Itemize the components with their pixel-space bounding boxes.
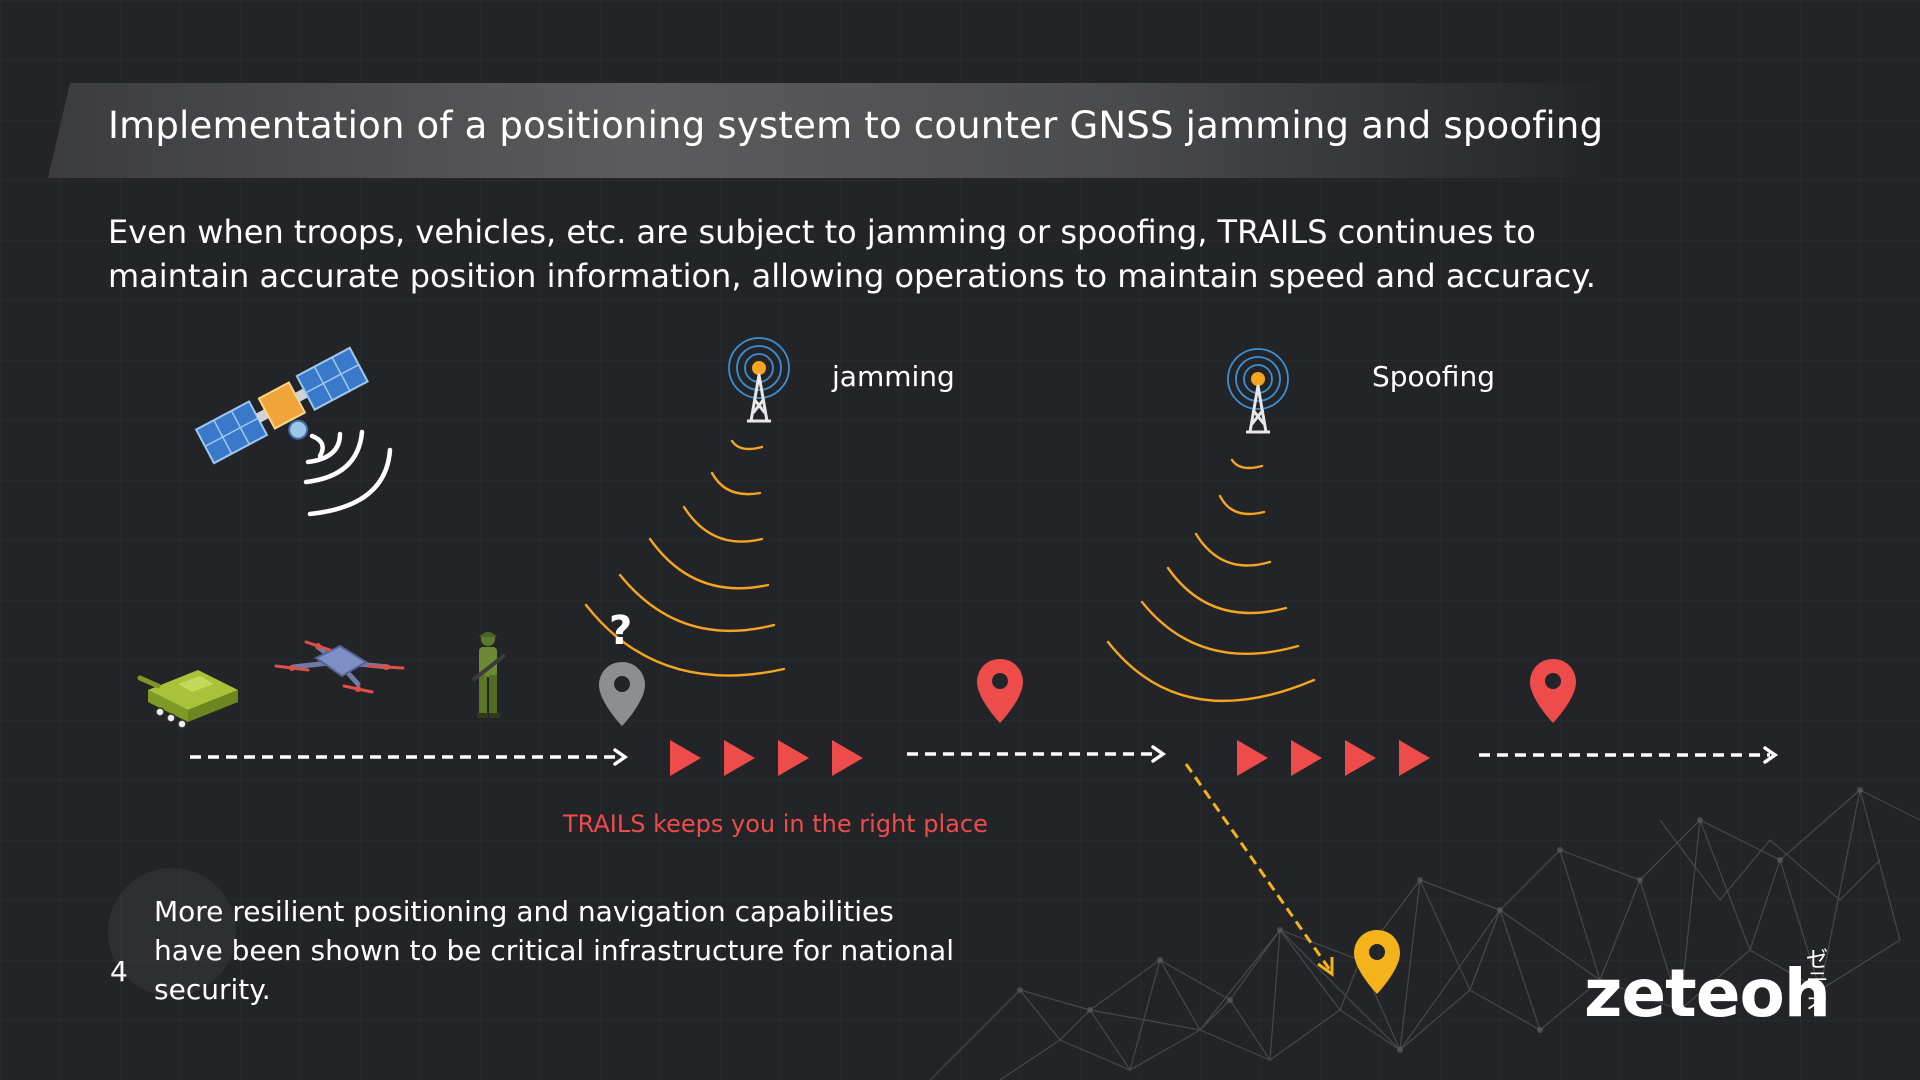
trails-arrow-icon: [832, 740, 863, 776]
footer-note: More resilient positioning and navigatio…: [154, 895, 954, 1006]
trails-arrow-icon: [1237, 740, 1268, 776]
page-number: 4: [110, 955, 128, 988]
logo-kana: ゼテオ: [1805, 948, 1828, 1017]
satellite-icon: [194, 346, 369, 465]
radio-tower-icon: [728, 337, 790, 423]
page-title: Implementation of a positioning system t…: [108, 104, 1604, 147]
map-pin-icon: [599, 662, 645, 726]
page-subtitle: Even when troops, vehicles, etc. are sub…: [108, 213, 1596, 295]
drone-icon: [274, 640, 405, 694]
trails-arrow-icon: [1291, 740, 1322, 776]
logo-wordmark: zeteoh: [1584, 955, 1831, 1032]
question-mark: ?: [609, 608, 633, 654]
trails-arrow-icon: [724, 740, 755, 776]
trails-arrow-icon: [778, 740, 809, 776]
spoof-deviation-arrow: [1184, 763, 1332, 971]
trails-caption: TRAILS keeps you in the right place: [563, 810, 988, 838]
trails-arrow-icon: [670, 740, 701, 776]
radio-tower-icon: [1227, 348, 1289, 434]
map-pin-icon: [1354, 930, 1400, 994]
signal-waves-icon: [303, 429, 393, 517]
spoofing-label: Spoofing: [1372, 360, 1495, 393]
trails-arrow-icon: [1345, 740, 1376, 776]
signal-waves-icon: [584, 439, 786, 677]
jamming-label: jamming: [832, 360, 955, 393]
page-number-circle: [108, 868, 236, 996]
signal-waves-icon: [1106, 458, 1316, 703]
soldier-icon: [471, 632, 507, 718]
map-pin-icon: [977, 659, 1023, 723]
trails-arrow-icon: [1399, 740, 1430, 776]
title-band: [48, 83, 1608, 178]
map-pin-icon: [1530, 659, 1576, 723]
tank-icon: [137, 670, 238, 729]
